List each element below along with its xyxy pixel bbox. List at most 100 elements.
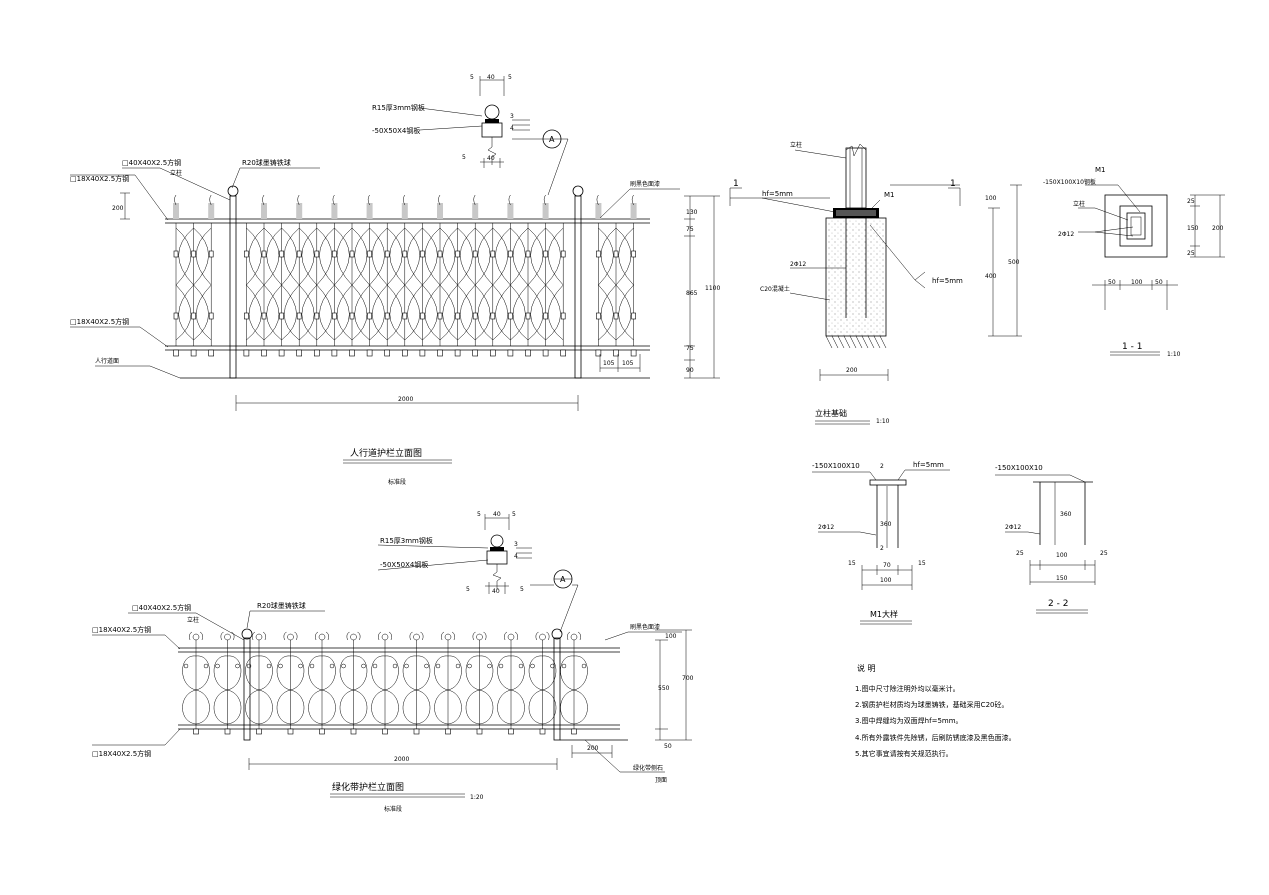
s22-dim: 360: [1060, 511, 1072, 518]
picket: [384, 223, 406, 357]
grn-label: □18X40X2.5方钢: [92, 749, 151, 758]
m1-detail: [812, 469, 950, 625]
fdn-cut-mark: 1: [733, 179, 739, 189]
ped-dim: 75: [686, 345, 694, 352]
ornament: [434, 631, 462, 735]
m1-label: 2: [880, 545, 884, 552]
s11-label: M1: [1095, 166, 1106, 174]
ped-cap-dim: 4: [510, 125, 514, 132]
fdn-label: hf=5mm: [762, 190, 793, 198]
s11-dim: 100: [1131, 279, 1143, 286]
ornament: [402, 631, 431, 735]
ped-flat-bot-label: □18X40X2.5方钢: [70, 317, 129, 326]
s22-dim: 25: [1016, 550, 1024, 557]
grn-cap-dim: 5: [466, 586, 470, 593]
grn-cap-dim: 5: [512, 511, 516, 518]
fdn-label: hf=5mm: [932, 277, 963, 285]
ornament: [182, 631, 210, 735]
picket: [243, 223, 265, 357]
m1-title: M1大样: [870, 609, 898, 619]
s22-title: 2 - 2: [1048, 599, 1068, 609]
ped-dim: 105: [622, 360, 634, 367]
s11-dim: 50: [1155, 279, 1163, 286]
ped-callout: A: [549, 135, 555, 144]
grn-cap-dim: 4: [514, 553, 518, 560]
ped-cap-dim: 40: [487, 74, 495, 81]
grn-label: 顶面: [655, 777, 667, 784]
ped-r20-label: R20球墨铸铁球: [242, 158, 291, 167]
m1-label: hf=5mm: [913, 461, 944, 469]
pedestrian-dimensions: [70, 167, 720, 464]
ped-cap-dim: 3: [510, 113, 514, 120]
grn-dim: 100: [665, 633, 677, 640]
notes-heading: 说 明: [857, 663, 876, 673]
grn-dim: 2000: [394, 756, 409, 763]
grn-cap-dim: 3: [514, 541, 518, 548]
ped-cap-dim: 5: [462, 154, 466, 161]
grn-dim: 50: [664, 743, 672, 750]
ped-dim: 200: [112, 205, 124, 212]
post-foundation-section: [729, 143, 1022, 425]
ornament: [213, 631, 242, 735]
m1-dim: 70: [883, 562, 891, 569]
ped-dim: 105: [603, 360, 615, 367]
s11-scale: 1:10: [1167, 351, 1181, 358]
ped-flat-top-label: □18X40X2.5方钢: [70, 174, 129, 183]
picket: [542, 194, 564, 357]
s22-dim: 25: [1100, 550, 1108, 557]
m1-dim: 15: [848, 560, 856, 567]
ornament: [528, 631, 557, 735]
notes-item: 5.其它事宜请按有关规范执行。: [855, 749, 953, 758]
ped-sq40-label: □40X40X2.5方钢: [122, 158, 181, 167]
ped-dim: 2000: [398, 396, 413, 403]
grn-cap-dim: 40: [493, 511, 501, 518]
ornament: [276, 631, 305, 735]
ped-title: 人行道护栏立面图: [350, 447, 422, 459]
ornament: [308, 631, 336, 735]
fdn-label: 2Φ12: [790, 261, 806, 268]
grn-title: 绿化带护栏立面图: [332, 781, 404, 793]
picket: [331, 194, 353, 357]
grn-label: 刷黑色面漆: [630, 623, 660, 631]
picket: [278, 223, 300, 357]
ped-angle-label: -50X50X4钢板: [372, 126, 420, 135]
fdn-dim: 100: [985, 195, 997, 202]
m1-dim: 15: [918, 560, 926, 567]
ornament: [371, 631, 399, 735]
fdn-dim: 500: [1008, 259, 1020, 266]
fdn-label: 立柱: [790, 141, 802, 149]
grn-dim: 550: [658, 685, 670, 692]
section-1-1: [1078, 184, 1225, 356]
fdn-label: C20混凝土: [760, 285, 790, 293]
s22-label: -150X100X10: [995, 464, 1043, 472]
m1-label: 2Φ12: [818, 524, 834, 531]
text-labels: □40X40X2.5方钢 R20球墨铸铁球 □18X40X2.5方钢 立柱 □1…: [70, 74, 1224, 813]
m1-label: 2: [880, 463, 884, 470]
ped-cap-dim: 5: [508, 74, 512, 81]
picket: [560, 223, 567, 357]
s22-dim: 100: [1056, 552, 1068, 559]
picket: [349, 223, 370, 357]
ped-paint-label: 刷黑色面漆: [630, 180, 660, 188]
grn-dim: 200: [587, 745, 599, 752]
fdn-dim: 400: [985, 273, 997, 280]
ped-post-label: 立柱: [170, 169, 182, 177]
ped-dim: 130: [686, 209, 698, 216]
grn-cap-dim: 5: [520, 586, 524, 593]
grn-sub: 标准段: [384, 805, 402, 813]
grn-label: □18X40X2.5方钢: [92, 625, 151, 634]
picket: [208, 194, 215, 357]
picket: [261, 194, 282, 357]
grn-label: 立柱: [187, 616, 199, 624]
grn-label: R20球墨铸铁球: [257, 601, 306, 610]
pedestrian-cap-detail: [419, 76, 569, 196]
ornament: [497, 631, 525, 735]
m1-label: -150X100X10: [812, 462, 860, 470]
picket: [419, 223, 441, 357]
grn-label: □40X40X2.5方钢: [132, 603, 191, 612]
s11-label: -150X100X10钢板: [1043, 178, 1096, 186]
ped-dim: 1100: [705, 285, 720, 292]
section-2-2: [995, 474, 1096, 614]
